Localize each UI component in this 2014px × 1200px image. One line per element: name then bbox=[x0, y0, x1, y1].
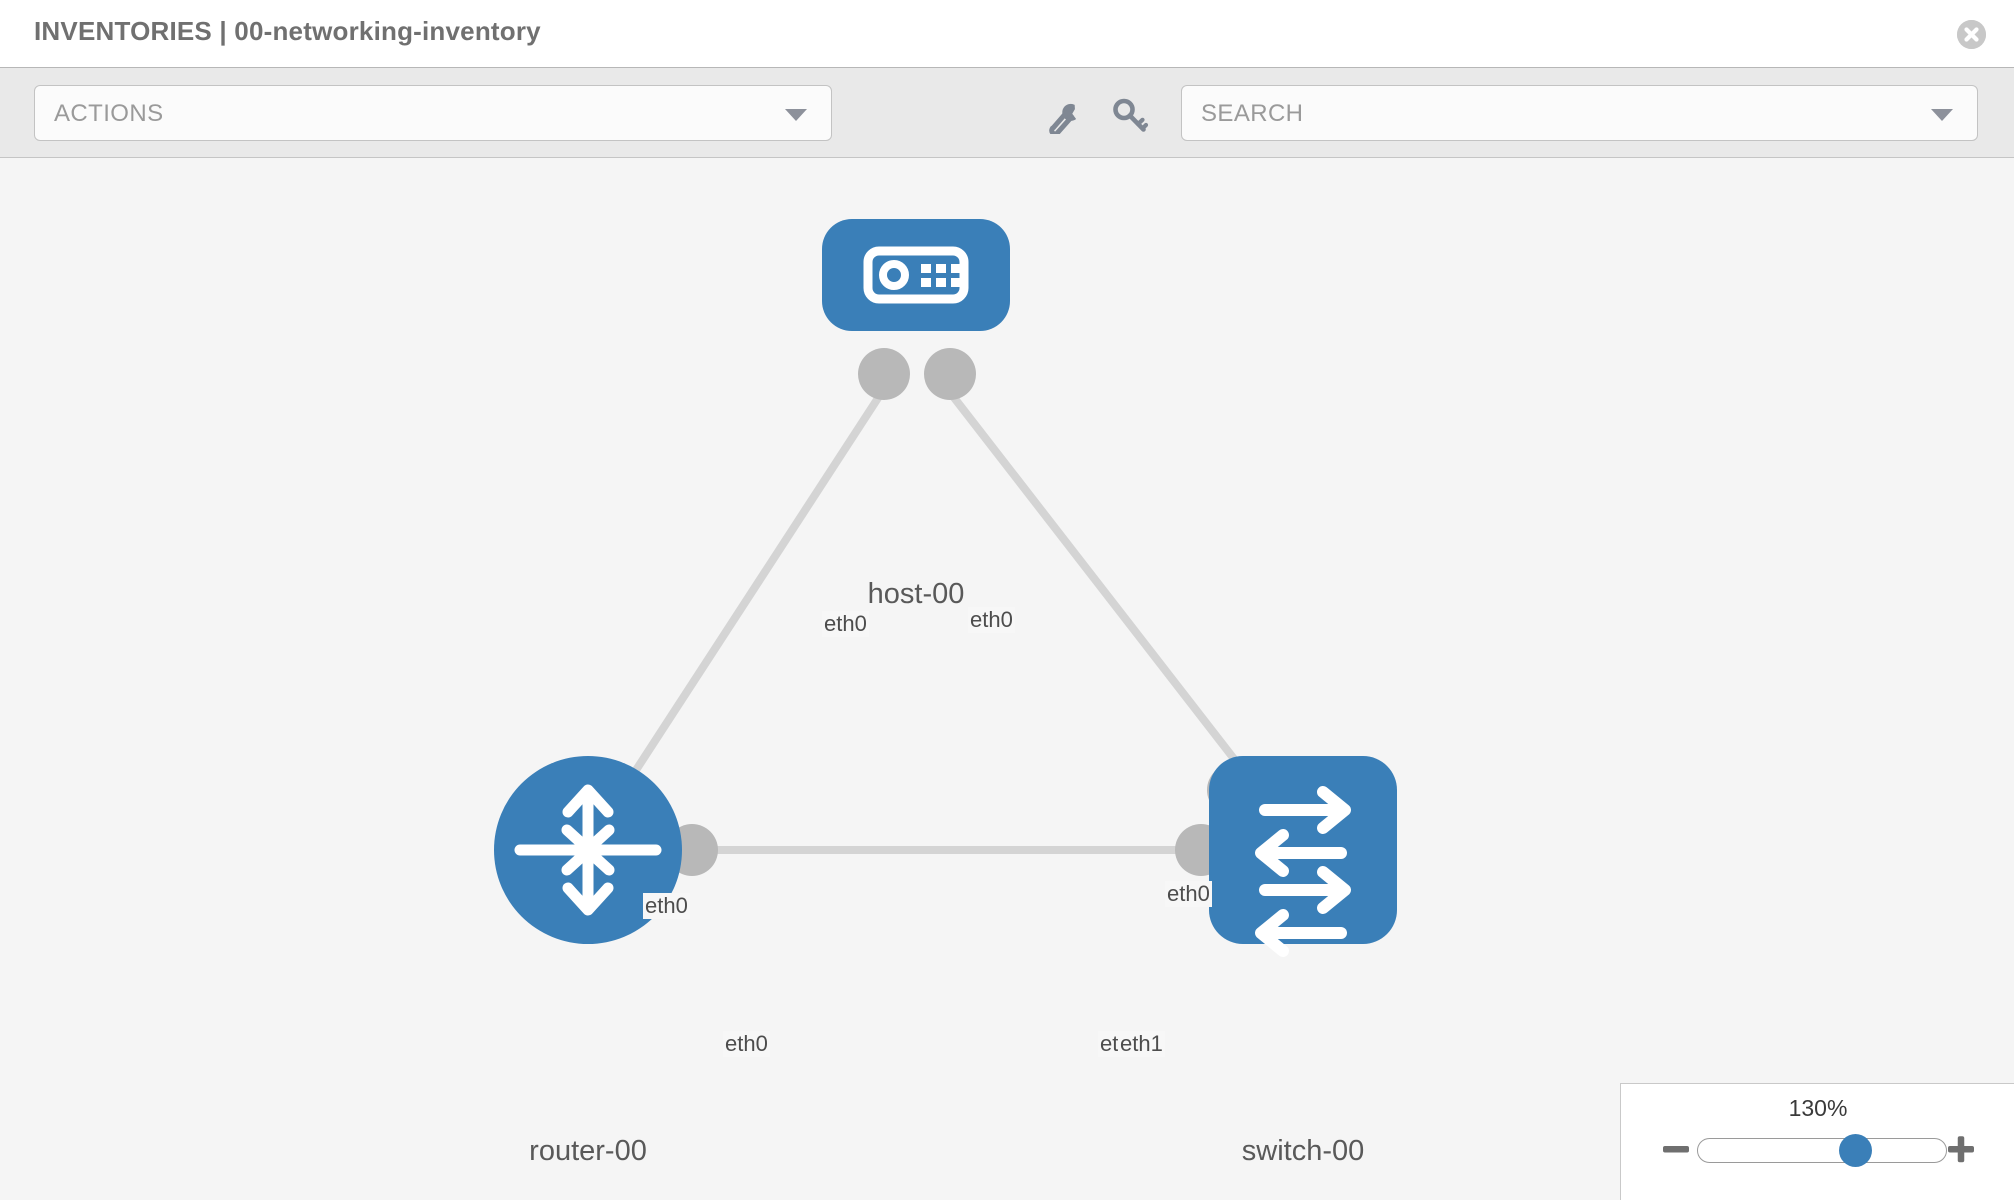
interface-label-host-router: eth0 bbox=[822, 611, 869, 637]
interface-dot[interactable] bbox=[858, 348, 910, 400]
edge-host00-switch00[interactable] bbox=[948, 392, 1266, 798]
toolbar: ACTIONS SEARCH bbox=[0, 68, 2014, 158]
interface-label-router-switch: eth0 bbox=[723, 1031, 770, 1057]
plus-icon[interactable] bbox=[1946, 1134, 1976, 1164]
router-arrows-icon bbox=[514, 784, 662, 916]
actions-dropdown-label: ACTIONS bbox=[54, 100, 164, 127]
interface-dot[interactable] bbox=[924, 348, 976, 400]
server-icon bbox=[863, 246, 969, 304]
topology-canvas[interactable]: host-00 router-00 switch-00 eth0 eth0 et… bbox=[0, 159, 2014, 1200]
zoom-slider-thumb[interactable] bbox=[1839, 1134, 1872, 1167]
wrench-icon[interactable] bbox=[1044, 96, 1082, 137]
node-label-host-00: host-00 bbox=[865, 578, 967, 611]
edge-host00-router00[interactable] bbox=[608, 392, 884, 810]
key-icon[interactable] bbox=[1111, 96, 1149, 134]
interface-label-switch-host: eth0 bbox=[1165, 881, 1212, 907]
search-input[interactable]: SEARCH bbox=[1181, 85, 1978, 141]
close-icon[interactable] bbox=[1957, 20, 1986, 49]
node-router-00[interactable] bbox=[494, 756, 682, 944]
interface-label-router-host: eth0 bbox=[643, 893, 690, 919]
topology-edges bbox=[608, 392, 1266, 854]
zoom-slider-track[interactable] bbox=[1697, 1138, 1947, 1163]
node-switch-00[interactable] bbox=[1209, 756, 1397, 957]
switch-arrows-icon bbox=[1255, 786, 1351, 957]
interface-label-host-switch: eth0 bbox=[968, 607, 1015, 633]
zoom-level-value: 130% bbox=[1788, 1095, 1848, 1121]
topology-interfaces bbox=[608, 348, 1259, 876]
topology-graph bbox=[494, 219, 1397, 957]
zoom-control-panel: 130% bbox=[1620, 1083, 2014, 1200]
search-placeholder: SEARCH bbox=[1201, 100, 1304, 127]
page-header: INVENTORIES | 00-networking-inventory bbox=[0, 0, 2014, 68]
node-host-00[interactable] bbox=[822, 219, 1010, 331]
node-label-router-00: router-00 bbox=[527, 1135, 649, 1168]
actions-dropdown[interactable]: ACTIONS bbox=[34, 85, 832, 141]
chevron-down-icon bbox=[1931, 109, 1953, 121]
interface-label-switch-router: eth1 bbox=[1118, 1031, 1165, 1057]
minus-icon[interactable] bbox=[1661, 1134, 1691, 1164]
chevron-down-icon bbox=[785, 109, 807, 121]
page-title: INVENTORIES | 00-networking-inventory bbox=[34, 16, 541, 46]
node-label-switch-00: switch-00 bbox=[1239, 1135, 1367, 1168]
